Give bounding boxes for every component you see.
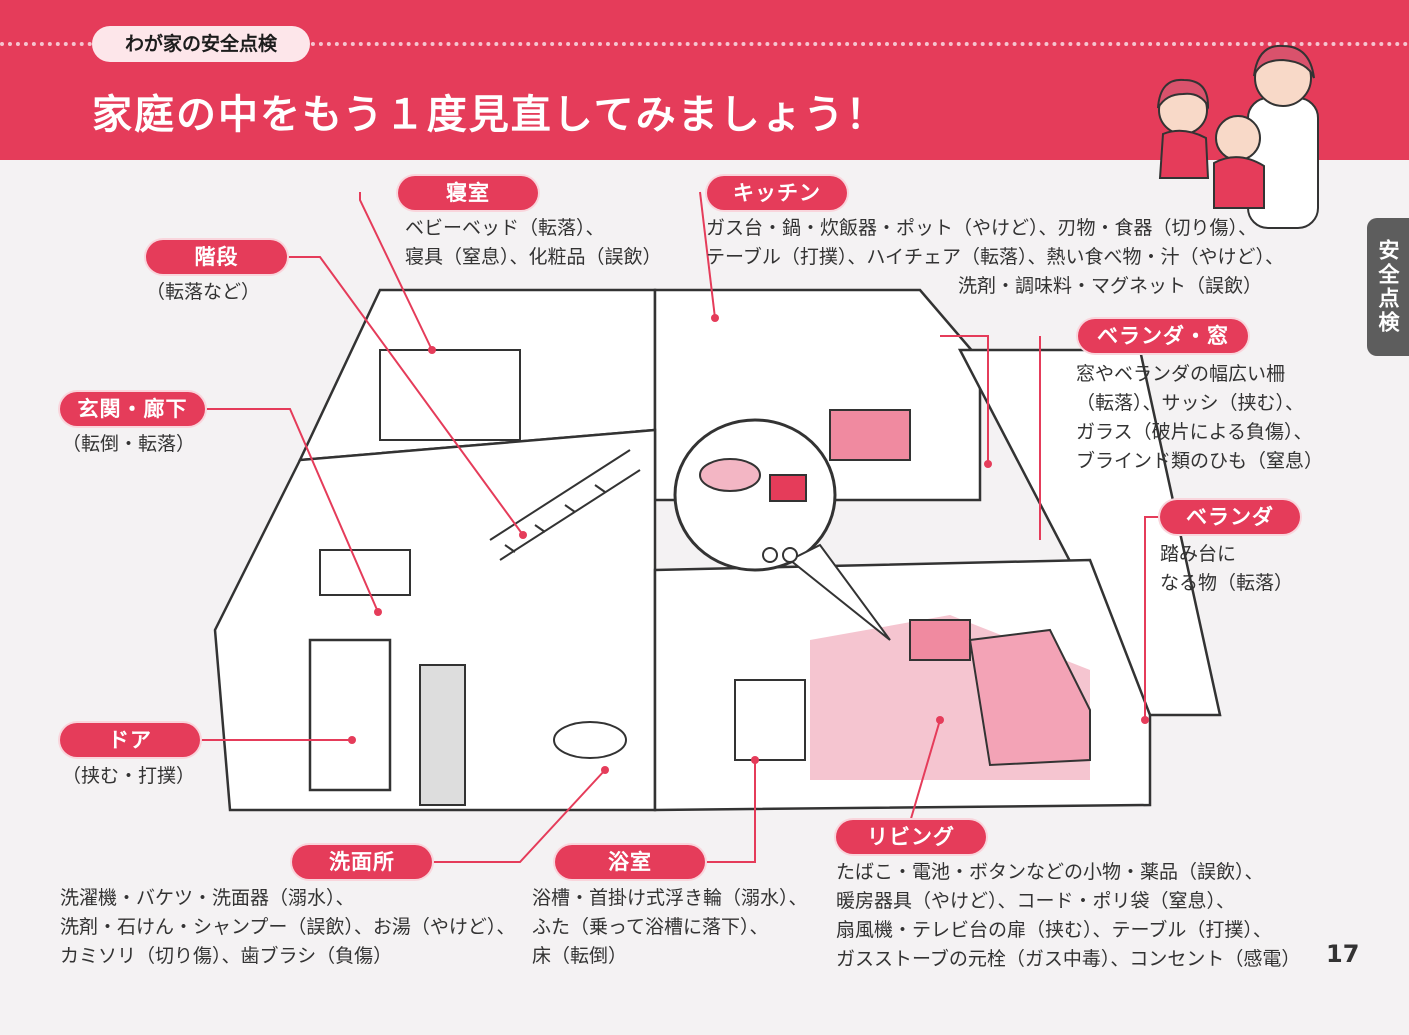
desc-line: 窓やベランダの幅広い柵 (1076, 363, 1286, 385)
desc-line: カミソリ（切り傷）、歯ブラシ（負傷） (60, 945, 393, 967)
desc-entrance: （転倒・転落） (62, 430, 195, 459)
desc-line: 洗剤・調味料・マグネット（誤飲） (957, 275, 1262, 297)
desc-line: 洗剤・石けん・シャンプー（誤飲）、お湯（やけど）、 (60, 916, 516, 938)
label-door: ドア (60, 723, 200, 757)
desc-bathroom: 浴槽・首掛け式浮き輪（溺水）、 ふた（乗って浴槽に落下）、 床（転倒） (532, 884, 808, 971)
dotted-rule (0, 42, 1409, 46)
desc-stairs: （転落など） (146, 278, 260, 307)
label-living: リビング (836, 820, 986, 854)
desc-line: ガラス（破片による負傷）、 (1076, 421, 1313, 443)
page-number: 17 (1326, 940, 1360, 968)
desc-veranda: 踏み台に なる物（転落） (1160, 540, 1293, 598)
desc-line: ベビーベッド（転落）、 (405, 217, 605, 239)
desc-line: ガスストーブの元栓（ガス中毒）、コンセント（感電） (836, 948, 1301, 970)
desc-line: ガス台・鍋・炊飯器・ポット（やけど）、刃物・食器（切り傷）、 (706, 217, 1258, 239)
label-bathroom: 浴室 (555, 845, 705, 879)
desc-line: 踏み台に (1160, 543, 1237, 565)
house-illustration (213, 288, 1222, 812)
desc-living: たばこ・電池・ボタンなどの小物・薬品（誤飲）、 暖房器具（やけど）、コード・ポリ… (836, 858, 1300, 974)
family-illustration (1157, 44, 1319, 229)
label-entrance: 玄関・廊下 (60, 392, 205, 426)
desc-line: ブラインド類のひも（窒息） (1076, 450, 1324, 472)
section-side-tab[interactable]: 安全点検 (1367, 218, 1409, 356)
desc-kitchen: ガス台・鍋・炊飯器・ポット（やけど）、刃物・食器（切り傷）、 テーブル（打撲）、… (706, 214, 1284, 301)
desc-line: 扇風機・テレビ台の扉（挟む）、テーブル（打撲）、 (836, 919, 1272, 941)
desc-line: たばこ・電池・ボタンなどの小物・薬品（誤飲）、 (836, 861, 1264, 883)
desc-line: （転落など） (146, 281, 261, 303)
desc-line: 寝具（窒息）、化粧品（誤飲） (405, 246, 662, 268)
desc-door: （挟む・打撲） (62, 762, 195, 791)
desc-line: ふた（乗って浴槽に落下）、 (532, 916, 769, 938)
label-washroom: 洗面所 (292, 845, 432, 879)
desc-line: 暖房器具（やけど）、コード・ポリ袋（窒息）、 (836, 890, 1236, 912)
desc-line: 浴槽・首掛け式浮き輪（溺水）、 (532, 887, 808, 909)
desc-line: （挟む・打撲） (62, 765, 196, 787)
desc-line: なる物（転落） (1160, 572, 1294, 594)
page-title: 家庭の中をもう１度見直してみましょう！ (92, 92, 888, 138)
label-veranda: ベランダ (1160, 500, 1300, 534)
label-stairs: 階段 (146, 240, 287, 274)
desc-line: （転倒・転落） (62, 433, 196, 455)
desc-veranda-window: 窓やベランダの幅広い柵 （転落）、サッシ（挟む）、 ガラス（破片による負傷）、 … (1076, 360, 1323, 476)
label-veranda-window: ベランダ・窓 (1078, 319, 1248, 353)
desc-line: 洗濯機・バケツ・洗面器（溺水）、 (60, 887, 355, 909)
category-pill: わが家の安全点検 (92, 26, 310, 62)
label-kitchen: キッチン (707, 176, 847, 210)
desc-bedroom: ベビーベッド（転落）、 寝具（窒息）、化粧品（誤飲） (405, 214, 662, 272)
desc-washroom: 洗濯機・バケツ・洗面器（溺水）、 洗剤・石けん・シャンプー（誤飲）、お湯（やけど… (60, 884, 515, 971)
desc-line: 床（転倒） (532, 945, 628, 967)
desc-line: テーブル（打撲）、ハイチェア（転落）、熱い食べ物・汁（やけど）、 (706, 246, 1284, 268)
desc-line: （転落）、サッシ（挟む）、 (1076, 392, 1305, 414)
label-bedroom: 寝室 (398, 176, 538, 210)
